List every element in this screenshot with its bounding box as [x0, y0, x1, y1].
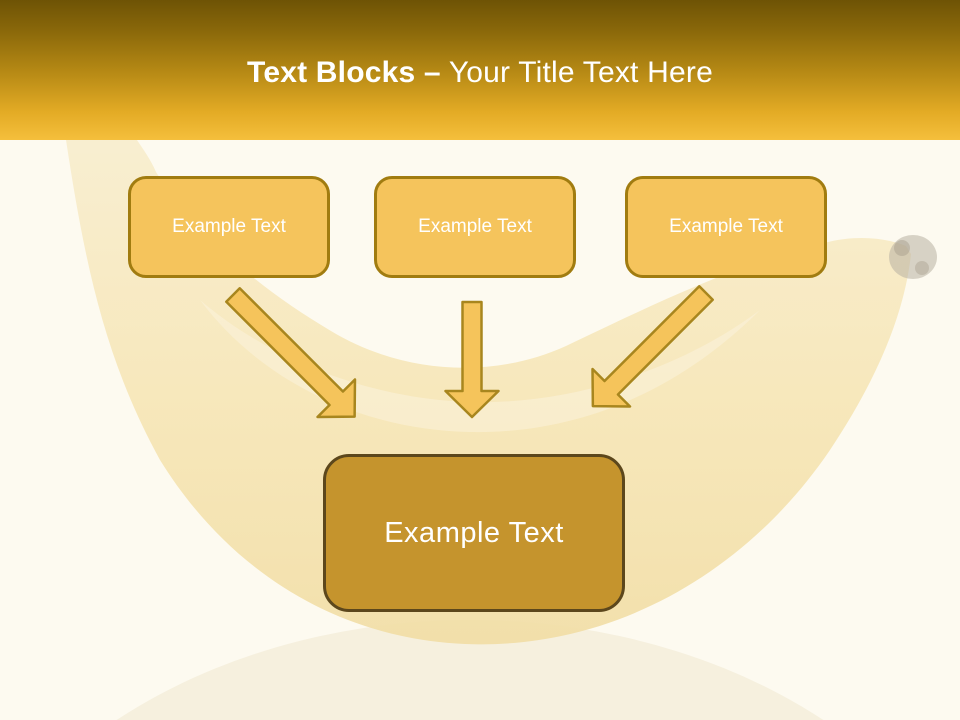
center-text-block-label: Example Text [384, 516, 564, 549]
text-block-3: Example Text [625, 176, 827, 278]
text-block-1: Example Text [128, 176, 330, 278]
text-block-2: Example Text [374, 176, 576, 278]
text-block-3-label: Example Text [669, 216, 783, 237]
arrow-down-icon [444, 300, 500, 419]
page-title-bold: Text Blocks – [247, 56, 441, 89]
arrow-down-left-icon [591, 285, 714, 408]
banana-tip [889, 235, 937, 279]
banana-reflection [116, 620, 824, 720]
text-block-2-label: Example Text [418, 216, 532, 237]
text-block-1-label: Example Text [172, 216, 286, 237]
title-banner: Text Blocks – Your Title Text Here [0, 0, 960, 140]
arrow-down-right-icon [225, 287, 357, 419]
banana-tip-texture [915, 261, 929, 275]
center-text-block: Example Text [323, 454, 625, 612]
banana-tip-texture [894, 240, 910, 256]
page-title: Text Blocks – Your Title Text Here [247, 50, 713, 90]
page-title-regular: Your Title Text Here [448, 56, 713, 89]
